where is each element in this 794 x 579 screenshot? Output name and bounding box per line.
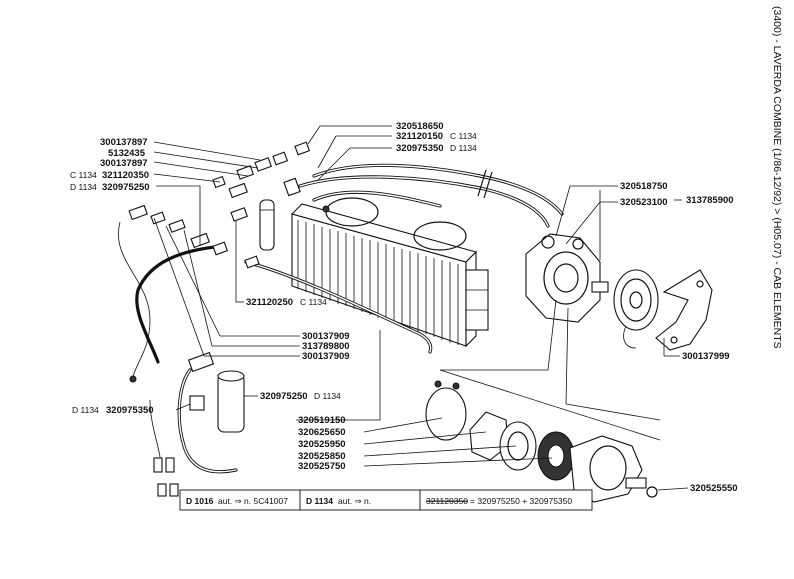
label-c1134-suffix2: C 1134	[300, 297, 327, 307]
label-320975350-b: 320975350	[106, 405, 154, 416]
label-320975350-a: 320975350	[396, 143, 444, 154]
mounting-bracket	[655, 269, 713, 351]
label-5132435: 5132435	[108, 148, 146, 159]
label-320518750: 320518750	[620, 181, 668, 192]
legend-d1134-code: D 1134	[306, 496, 333, 506]
receiver-drier	[153, 351, 245, 497]
label-313789800: 313789800	[302, 341, 350, 352]
label-300137909-b: 300137909	[302, 351, 350, 362]
label-321120250: 321120250	[246, 297, 293, 308]
condenser	[290, 197, 489, 348]
label-d1134-suffix2: D 1134	[314, 391, 341, 401]
label-300137897-a: 300137897	[100, 137, 148, 148]
label-321120150: 321120150	[396, 131, 443, 142]
clutch-pulley	[613, 269, 659, 349]
label-320518650: 320518650	[396, 121, 444, 132]
label-320975250-b: 320975250	[260, 391, 308, 402]
leader-lines	[153, 125, 689, 491]
legend-d1016-text: aut. ⇒ n. 5C41007	[218, 496, 288, 506]
legend-equation: = 320975250 + 320975350	[470, 496, 572, 506]
label-320625650: 320625650	[298, 427, 346, 438]
label-d1134-prefix: D 1134	[70, 182, 97, 192]
label-320525750: 320525750	[298, 461, 346, 472]
legend-box: D 1016 aut. ⇒ n. 5C41007 D 1134 aut. ⇒ n…	[179, 489, 593, 511]
label-320519150: 320519150	[298, 415, 346, 426]
compressor-exploded	[425, 380, 658, 503]
label-300137897-b: 300137897	[100, 158, 148, 169]
compressor	[525, 233, 609, 323]
label-d1134-suffix: D 1134	[450, 143, 477, 153]
label-c1134-suffix: C 1134	[450, 131, 477, 141]
label-d1134-prefix2: D 1134	[72, 405, 99, 415]
label-320975250-a: 320975250	[102, 182, 150, 193]
label-300137999: 300137999	[682, 351, 730, 362]
label-320523100: 320523100	[620, 197, 668, 208]
label-320525550: 320525550	[690, 483, 738, 494]
label-321120350: 321120350	[102, 170, 149, 181]
label-320525950: 320525950	[298, 439, 346, 450]
label-c1134-prefix: C 1134	[70, 170, 97, 180]
label-320525850: 320525850	[298, 451, 346, 462]
refrigerant-hoses	[118, 163, 564, 474]
legend-d1016-code: D 1016	[186, 496, 214, 506]
legend-d1134-text: aut. ⇒ n.	[338, 496, 371, 506]
label-300137909-a: 300137909	[302, 331, 350, 342]
side-title: (3400) - LAVERDA COMBINE (1/86-12/92) > …	[771, 6, 783, 349]
part-labels: 300137897 5132435 300137897 C 1134 32112…	[70, 121, 738, 494]
label-313785900: 313785900	[686, 195, 734, 206]
